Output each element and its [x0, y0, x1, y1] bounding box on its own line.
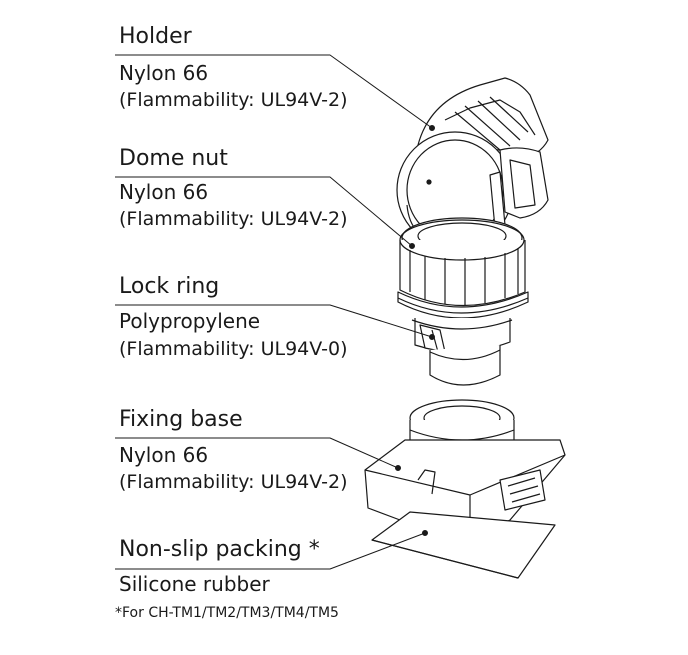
dome-nut-material: Nylon 66	[119, 180, 209, 204]
non-slip-packing-material: Silicone rubber	[119, 572, 270, 596]
lock-ring-name: Lock ring	[119, 274, 220, 299]
dome-nut-leader	[115, 176, 413, 247]
leader-lines	[115, 54, 435, 570]
lock-ring-leader	[115, 304, 433, 338]
fixing-base-name: Fixing base	[119, 407, 243, 432]
lock-ring-illustration	[411, 318, 513, 386]
non-slip-packing-name: Non-slip packing *	[119, 537, 320, 562]
holder-name: Holder	[119, 24, 192, 49]
holder-material: Nylon 66	[119, 61, 209, 85]
dome-nut-illustration	[397, 217, 529, 319]
model-footnote: *For CH-TM1/TM2/TM3/TM4/TM5	[115, 605, 339, 621]
dome-nut-name: Dome nut	[119, 146, 228, 171]
lock-ring-flammability: (Flammability: UL94V-0)	[119, 338, 348, 360]
fixing-base-leader	[115, 437, 399, 469]
non-slip-packing-illustration	[371, 511, 556, 579]
lock-ring-material: Polypropylene	[119, 309, 261, 333]
fixing-base-flammability: (Flammability: UL94V-2)	[119, 471, 348, 493]
fixing-base-material: Nylon 66	[119, 443, 209, 467]
packing-leader	[115, 532, 426, 570]
holder-leader	[115, 54, 433, 129]
dome-nut-flammability: (Flammability: UL94V-2)	[119, 208, 348, 230]
holder-flammability: (Flammability: UL94V-2)	[119, 89, 348, 111]
